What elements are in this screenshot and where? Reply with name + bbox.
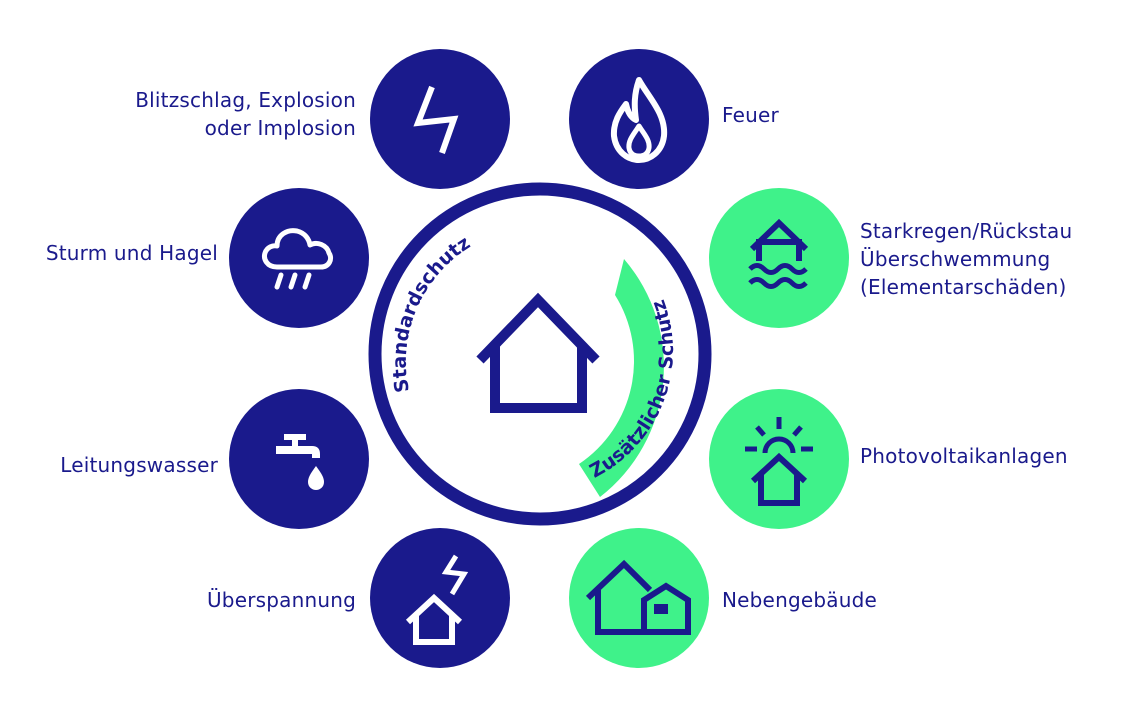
protection-ring (368, 182, 712, 526)
surge-circle (370, 528, 510, 668)
flame-icon (610, 77, 668, 163)
storm-label: Sturm und Hagel (45, 241, 218, 265)
solar-circle (709, 389, 849, 529)
additional-protection-band (579, 259, 664, 497)
flood-label: Starkregen/Rückstau Überschwemmung (Elem… (860, 219, 1073, 299)
storm-circle (229, 188, 369, 328)
outbuilding-icon (585, 559, 691, 635)
lightning-icon (413, 85, 459, 154)
hail-cloud-icon (262, 228, 334, 290)
flooded-house-icon (748, 218, 809, 289)
outbuilding-label: Nebengebäude (722, 588, 877, 612)
surge-label: Überspannung (206, 588, 356, 612)
lightning-house-icon (405, 554, 469, 645)
water-tap-icon (276, 434, 324, 490)
lightning-circle (370, 49, 510, 189)
flood-circle (709, 188, 849, 328)
fire-circle (569, 49, 709, 189)
sun-house-icon (745, 417, 813, 506)
solar-label: Photovoltaikanlagen (860, 444, 1068, 468)
fire-label: Feuer (722, 103, 779, 127)
water-label: Leitungswasser (60, 453, 218, 477)
house-icon (476, 292, 600, 413)
outbuilding-circle (569, 528, 709, 668)
lightning-label: Blitzschlag, Explosion oder Implosion (135, 88, 356, 140)
water-circle (229, 389, 369, 529)
